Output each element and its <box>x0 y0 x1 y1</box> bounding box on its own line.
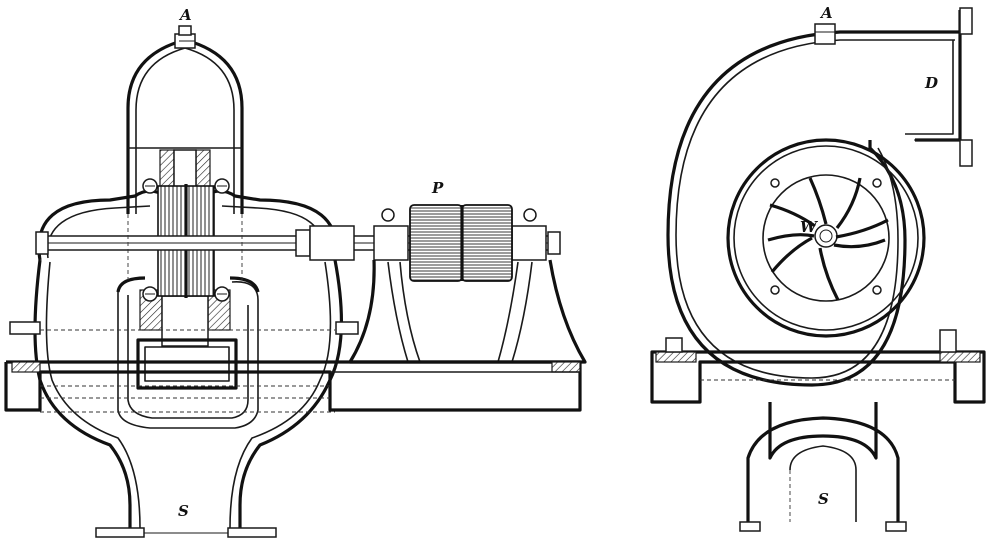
hub-bolts <box>142 178 230 302</box>
label-s-end: S <box>818 490 829 508</box>
label-a-end: A <box>819 4 833 22</box>
label-s: S <box>178 502 189 520</box>
label-p: P <box>431 179 444 197</box>
hidden-lines <box>40 214 335 413</box>
volute-casing <box>666 7 973 387</box>
suction-pipe <box>739 402 907 532</box>
label-d: D <box>924 74 938 92</box>
side-section-view: A S P <box>4 6 587 538</box>
drive-pulley <box>409 204 513 282</box>
label-w: W <box>800 218 819 236</box>
air-chamber-dome <box>126 25 244 214</box>
impeller-housing <box>726 138 926 338</box>
end-base <box>650 329 986 404</box>
air-cock <box>814 23 836 45</box>
end-section-view: A D W S <box>650 4 986 532</box>
inner-volute <box>116 276 260 429</box>
base-plate <box>4 321 582 412</box>
impeller-vanes <box>767 177 889 301</box>
label-a: A <box>178 6 192 24</box>
